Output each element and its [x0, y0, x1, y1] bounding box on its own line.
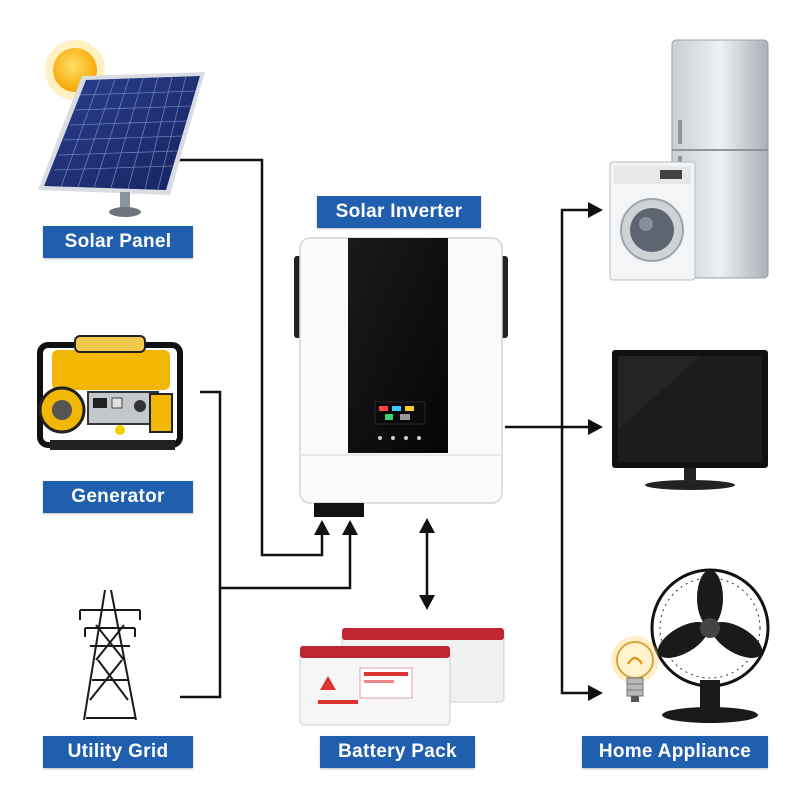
battery-icon	[299, 628, 505, 726]
arrow-right-fridge	[588, 202, 603, 218]
connection-lines	[178, 158, 590, 699]
generator-icon	[37, 335, 183, 450]
arrow-up-solar	[314, 520, 330, 535]
arrow-up-generator	[342, 520, 358, 535]
fan-icon	[650, 568, 770, 723]
home-appliance-label: Home Appliance	[582, 736, 768, 768]
arrow-right-tv	[588, 419, 603, 435]
arrow-right-home	[588, 685, 603, 701]
inverter-icon	[294, 237, 508, 517]
refrigerator-icon	[671, 39, 769, 279]
arrow-heads	[314, 202, 603, 701]
solar-panel-icon	[38, 72, 205, 217]
grid-to-inverter-line	[180, 588, 222, 699]
arrow-up-battery	[419, 518, 435, 533]
solar-inverter-label: Solar Inverter	[317, 196, 481, 228]
utility-grid-label: Utility Grid	[43, 736, 193, 768]
generator-label: Generator	[43, 481, 193, 513]
light-bulb-icon	[611, 636, 659, 702]
transmission-tower-icon	[79, 589, 141, 721]
television-icon	[612, 350, 768, 490]
washing-machine-icon	[609, 161, 696, 281]
battery-pack-label: Battery Pack	[320, 736, 475, 768]
arrow-down-battery	[419, 595, 435, 610]
inverter-output-line	[505, 208, 590, 429]
solar-to-inverter-line	[178, 158, 324, 557]
output-to-home-line	[560, 427, 590, 695]
solar-panel-label: Solar Panel	[43, 226, 193, 258]
